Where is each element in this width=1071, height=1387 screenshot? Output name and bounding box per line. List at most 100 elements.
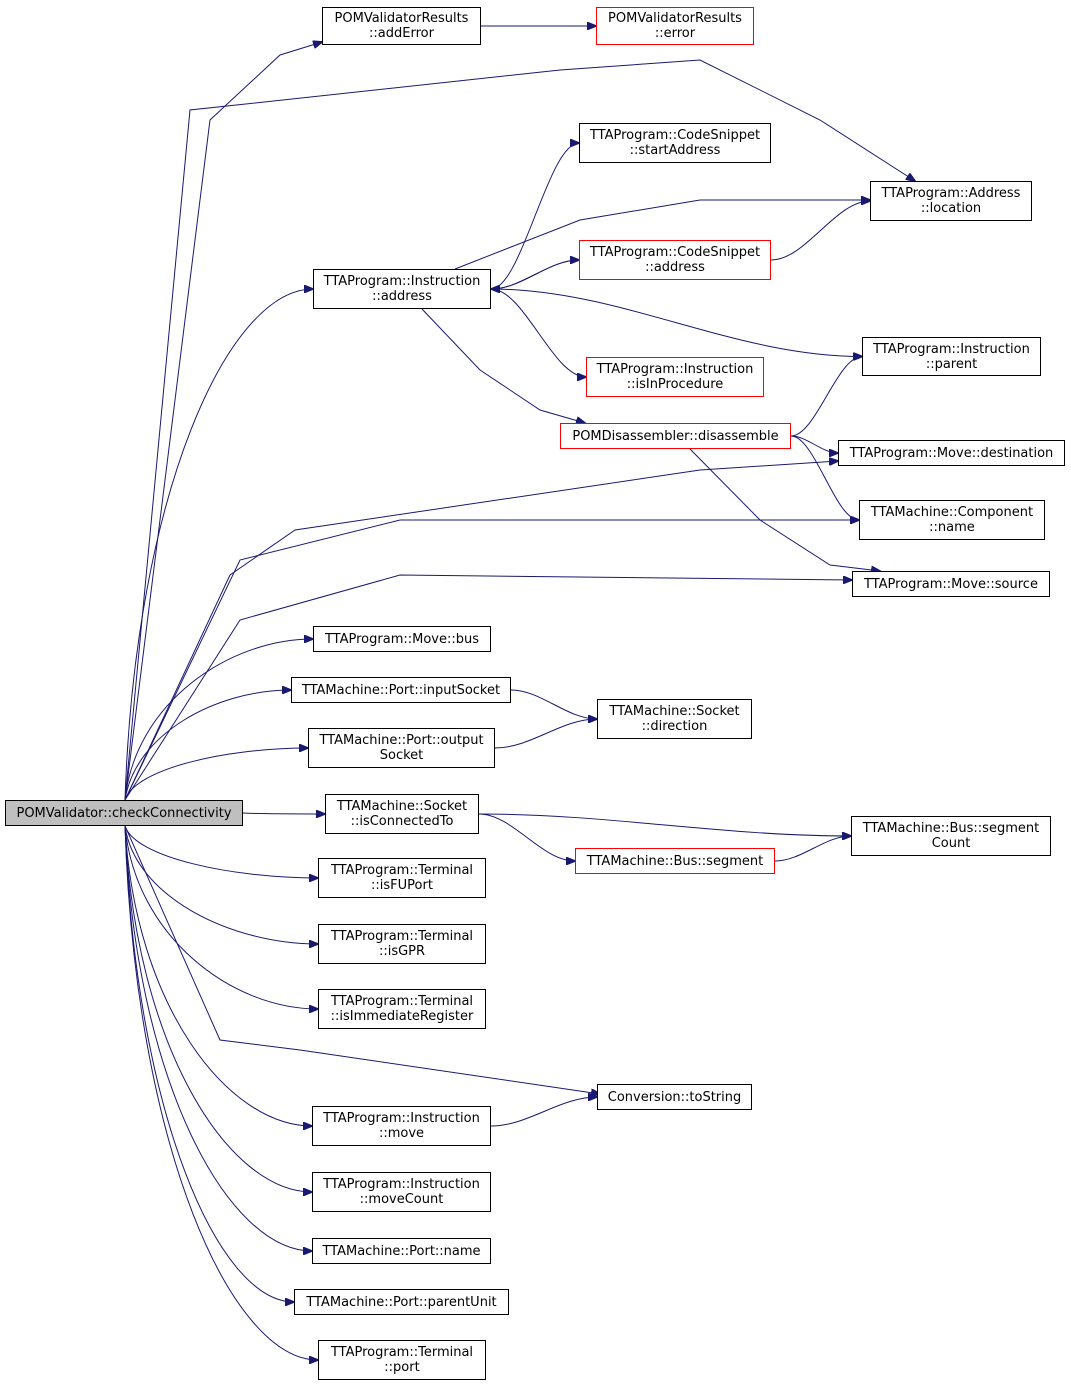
- node-label-line: ::address: [645, 260, 705, 275]
- edge-busSegment-to-segmentCount: [774, 836, 851, 862]
- node-instruction-movecount[interactable]: TTAProgram::Instruction::moveCount: [312, 1172, 491, 1212]
- node-label-line: ::name: [929, 520, 975, 535]
- node-label-line: TTAProgram::Terminal: [330, 1345, 474, 1360]
- edge-disassemble-to-instrParent: [790, 357, 862, 437]
- node-label-line: ::error: [654, 26, 696, 41]
- node-move-destination[interactable]: TTAProgram::Move::destination: [838, 440, 1065, 466]
- node-label-line: ::addError: [369, 26, 434, 41]
- edge-isConnectedTo-to-segmentCount: [478, 813, 851, 836]
- node-label-line: TTAProgram::Terminal: [330, 863, 474, 878]
- node-label-line: ::isGPR: [378, 944, 426, 959]
- node-instruction-address[interactable]: TTAProgram::Instruction::address: [313, 269, 491, 309]
- node-label-line: Socket: [379, 748, 424, 763]
- node-pomvalidatorresults-adderror[interactable]: POMValidatorResults::addError: [322, 7, 481, 45]
- edge-root-to-isFUPort: [124, 825, 318, 878]
- edge-root-to-compName: [124, 520, 859, 801]
- node-label-line: TTAProgram::Instruction: [323, 1177, 480, 1192]
- node-terminal-isfuport[interactable]: TTAProgram::Terminal::isFUPort: [318, 858, 486, 898]
- edge-root-to-destination: [124, 461, 838, 801]
- node-label-line: TTAProgram::Terminal: [330, 994, 474, 1009]
- node-label-line: TTAProgram::Instruction: [596, 362, 754, 377]
- node-pomdisassembler-disassemble[interactable]: POMDisassembler::disassemble: [560, 423, 791, 449]
- node-label-line: ::isConnectedTo: [350, 814, 454, 829]
- node-label-line: TTAProgram::CodeSnippet: [589, 128, 761, 143]
- edge-root-to-isImmReg: [124, 825, 318, 1009]
- node-port-name[interactable]: TTAMachine::Port::name: [312, 1238, 491, 1264]
- edge-root-to-isConnectedTo: [242, 813, 325, 814]
- node-label-line: ::isImmediateRegister: [330, 1009, 474, 1024]
- edge-instrAddress-to-startAddress: [490, 143, 579, 290]
- edge-root-to-moveCount: [124, 825, 312, 1192]
- node-label-line: TTAMachine::Port::inputSocket: [301, 682, 501, 698]
- node-port-inputsocket[interactable]: TTAMachine::Port::inputSocket: [291, 677, 511, 703]
- node-label-line: TTAProgram::Terminal: [330, 929, 474, 944]
- node-label-line: ::isFUPort: [371, 878, 433, 893]
- node-label-line: TTAMachine::Socket: [609, 704, 740, 719]
- edge-root-to-outputSocket: [124, 748, 308, 801]
- edge-snippetAddress-to-instrAddress: [491, 259, 580, 289]
- edge-instrAddress-to-instrParent: [490, 288, 862, 357]
- edge-root-to-portName: [124, 825, 312, 1251]
- edge-root-to-instrAddress: [124, 289, 313, 801]
- node-pomvalidator-checkconnectivity[interactable]: POMValidator::checkConnectivity: [5, 800, 243, 826]
- edge-instrAddress-to-disassemble: [421, 308, 585, 423]
- edge-outputSocket-to-socketDirection: [494, 719, 597, 749]
- node-label-line: TTAMachine::Port::parentUnit: [306, 1294, 497, 1310]
- node-codesnippet-startaddress[interactable]: TTAProgram::CodeSnippet::startAddress: [579, 123, 771, 163]
- node-label-line: POMValidator::checkConnectivity: [16, 805, 232, 821]
- node-address-location[interactable]: TTAProgram::Address::location: [870, 181, 1032, 221]
- node-move-bus[interactable]: TTAProgram::Move::bus: [313, 626, 491, 652]
- node-label-line: ::port: [384, 1360, 420, 1375]
- edge-isConnectedTo-to-busSegment: [478, 813, 575, 861]
- edge-inputSocket-to-socketDirection: [510, 689, 597, 719]
- edge-instrAddress-to-isInProcedure: [490, 288, 586, 377]
- node-terminal-isgpr[interactable]: TTAProgram::Terminal::isGPR: [318, 924, 486, 964]
- node-label-line: ::address: [372, 289, 432, 304]
- node-label-line: ::isInProcedure: [626, 377, 724, 392]
- edge-snippetAddress-to-location: [770, 201, 870, 261]
- node-label-line: POMValidatorResults: [334, 11, 469, 26]
- node-conversion-tostring[interactable]: Conversion::toString: [597, 1084, 752, 1110]
- node-component-name[interactable]: TTAMachine::Component::name: [859, 500, 1045, 540]
- edge-root-to-inputSocket: [124, 690, 291, 801]
- node-instruction-isinprocedure[interactable]: TTAProgram::Instruction::isInProcedure: [586, 357, 764, 397]
- node-port-parentunit[interactable]: TTAMachine::Port::parentUnit: [294, 1289, 509, 1315]
- edge-root-to-parentUnit: [124, 825, 294, 1302]
- edge-root-to-toString: [124, 825, 600, 1094]
- edge-root-to-moveBus: [124, 639, 313, 801]
- node-terminal-port[interactable]: TTAProgram::Terminal::port: [318, 1340, 486, 1380]
- node-label-line: ::moveCount: [359, 1192, 444, 1207]
- node-label-line: TTAMachine::Socket: [336, 799, 468, 814]
- edge-instrAddress-to-location: [454, 200, 870, 270]
- edge-disassemble-to-source: [689, 448, 880, 571]
- node-socket-direction[interactable]: TTAMachine::Socket::direction: [597, 699, 752, 739]
- node-pomvalidatorresults-error[interactable]: POMValidatorResults::error: [596, 7, 754, 45]
- node-bus-segment[interactable]: TTAMachine::Bus::segment: [575, 848, 775, 874]
- node-label-line: ::startAddress: [629, 143, 721, 158]
- node-label-line: Conversion::toString: [607, 1089, 742, 1105]
- node-label-line: TTAProgram::Instruction: [873, 341, 1030, 357]
- node-label-line: ::direction: [641, 719, 708, 734]
- node-label-line: TTAProgram::Move::source: [864, 576, 1038, 592]
- edge-root-to-location: [124, 59, 915, 801]
- node-codesnippet-address[interactable]: TTAProgram::CodeSnippet::address: [579, 240, 771, 280]
- node-label-line: ::parent: [925, 356, 978, 372]
- node-socket-isconnectedto[interactable]: TTAMachine::Socket::isConnectedTo: [325, 794, 479, 834]
- node-label-line: TTAProgram::Move::bus: [324, 631, 480, 647]
- node-label-line: TTAProgram::CodeSnippet: [589, 245, 761, 260]
- node-move-source[interactable]: TTAProgram::Move::source: [852, 571, 1050, 597]
- node-label-line: Count: [931, 836, 971, 851]
- node-instruction-move[interactable]: TTAProgram::Instruction::move: [312, 1106, 491, 1146]
- node-terminal-isimmediateregister[interactable]: TTAProgram::Terminal::isImmediateRegiste…: [318, 989, 486, 1029]
- node-label-line: TTAProgram::Instruction: [323, 274, 481, 289]
- edge-instrMove-to-toString: [490, 1097, 597, 1127]
- node-label-line: TTAMachine::Port::output: [319, 733, 484, 748]
- node-label-line: TTAProgram::Instruction: [323, 1111, 480, 1126]
- node-label-line: POMDisassembler::disassemble: [572, 428, 779, 444]
- edge-root-to-instrMove: [124, 825, 312, 1126]
- call-edges: [124, 26, 915, 1360]
- node-instruction-parent[interactable]: TTAProgram::Instruction::parent: [862, 337, 1041, 376]
